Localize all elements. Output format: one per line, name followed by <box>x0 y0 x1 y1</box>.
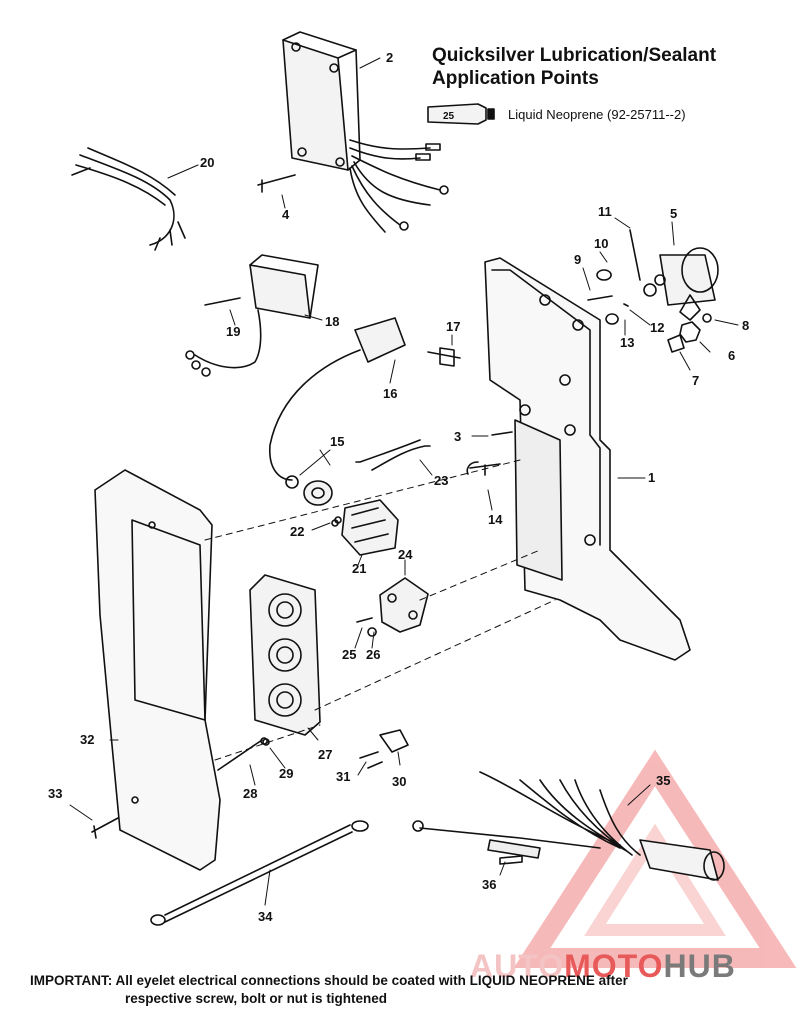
callout-1: 1 <box>648 470 655 485</box>
callout-22: 22 <box>290 524 304 539</box>
regulator-part <box>185 254 319 377</box>
callout-24: 24 <box>398 547 413 562</box>
callout-10: 10 <box>594 236 608 251</box>
callout-32: 32 <box>80 732 94 747</box>
temp-switch-part <box>356 577 429 637</box>
boot-part <box>303 480 333 506</box>
callout-28: 28 <box>243 786 257 801</box>
callout-27: 27 <box>318 747 332 762</box>
callout-31: 31 <box>336 769 350 784</box>
legend-label: Liquid Neoprene (92-25711--2) <box>508 107 686 122</box>
mounting-plate-part <box>484 257 691 661</box>
callout-26: 26 <box>366 647 380 662</box>
note-line-1: IMPORTANT: All eyelet electrical connect… <box>30 973 628 988</box>
callout-5: 5 <box>670 206 677 221</box>
battery-cable-part <box>150 820 369 926</box>
neoprene-tube-icon <box>427 103 495 125</box>
small-hardware-part <box>587 229 641 325</box>
callout-17: 17 <box>446 319 460 334</box>
callout-3: 3 <box>454 429 461 444</box>
long-bolt-part <box>217 737 268 771</box>
callout-16: 16 <box>383 386 397 401</box>
ground-leads-part <box>355 439 431 471</box>
rectifier-part <box>334 499 399 556</box>
watermark-auto: AUTO <box>470 948 565 984</box>
note-line-2: respective screw, bolt or nut is tighten… <box>125 991 388 1006</box>
cover-screw-part <box>91 817 119 839</box>
callout-15: 15 <box>330 434 344 449</box>
callout-23: 23 <box>434 473 448 488</box>
callout-20: 20 <box>200 155 214 170</box>
coil-pack-part <box>249 574 321 736</box>
callout-7: 7 <box>692 373 699 388</box>
bolt-part <box>466 431 513 476</box>
washer-22-part <box>331 519 339 527</box>
callout-35: 35 <box>656 773 670 788</box>
callout-21: 21 <box>352 561 366 576</box>
callout-25: 25 <box>342 647 356 662</box>
callout-2: 2 <box>386 50 393 65</box>
leader-lines <box>69 57 739 906</box>
callout-9: 9 <box>574 252 581 267</box>
watermark-moto: MOTO <box>564 948 664 984</box>
clamp-part <box>359 729 409 769</box>
watermark-logo <box>513 749 797 968</box>
screw-part <box>257 174 296 193</box>
fuse-part <box>499 855 523 865</box>
cover-part <box>94 469 221 871</box>
solenoid-part <box>643 247 719 321</box>
callout-36: 36 <box>482 877 496 892</box>
callout-6: 6 <box>728 348 735 363</box>
callout-8: 8 <box>742 318 749 333</box>
washer-part <box>702 313 712 323</box>
alignment-lines <box>204 459 556 761</box>
callout-11: 11 <box>598 204 612 219</box>
callout-18: 18 <box>325 314 339 329</box>
watermark-hub: HUB <box>663 948 736 984</box>
hex-nut-part <box>667 321 701 353</box>
page-title: Quicksilver Lubrication/Sealant Applicat… <box>432 45 717 89</box>
switch-box-part <box>282 31 449 233</box>
callout-33: 33 <box>48 786 62 801</box>
wire-harness-part <box>71 147 186 251</box>
main-harness-part <box>412 771 725 881</box>
callout-29: 29 <box>279 766 293 781</box>
spark-plug-part <box>427 347 461 367</box>
callout-13: 13 <box>620 335 634 350</box>
important-note: IMPORTANT: All eyelet electrical connect… <box>30 972 780 1008</box>
watermark-text: AUTOMOTOHUB <box>470 948 736 985</box>
callout-12: 12 <box>650 320 664 335</box>
callout-4: 4 <box>282 207 290 222</box>
coil-lead-part <box>269 317 406 489</box>
callout-14: 14 <box>488 512 503 527</box>
callout-34: 34 <box>258 909 273 924</box>
callout-30: 30 <box>392 774 406 789</box>
callout-19: 19 <box>226 324 240 339</box>
